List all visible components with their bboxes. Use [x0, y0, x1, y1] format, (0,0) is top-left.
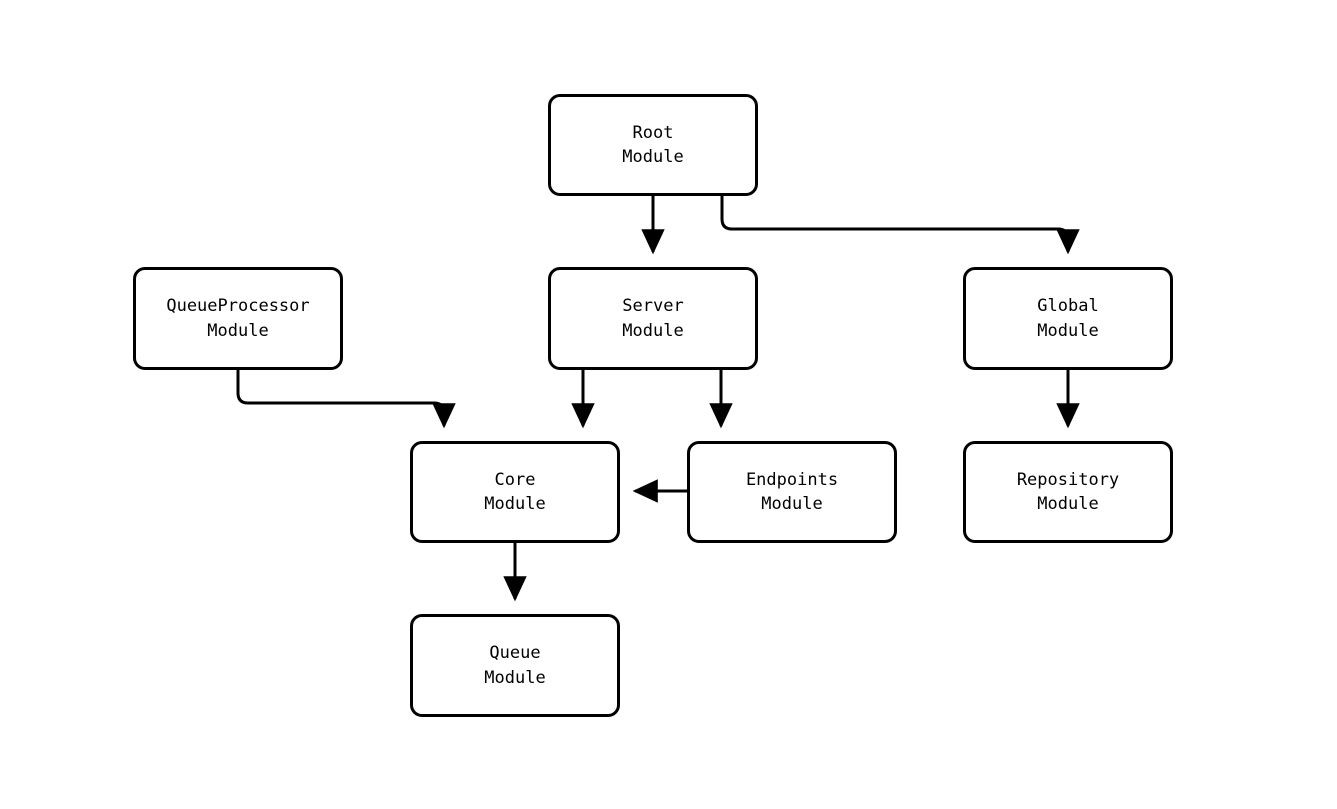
node-server-label: Server Module	[622, 296, 684, 341]
node-global-label: Global Module	[1037, 296, 1099, 341]
node-repository-label: Repository Module	[1016, 469, 1120, 514]
node-core[interactable]: Core Module	[410, 441, 620, 543]
node-queue[interactable]: Queue Module	[410, 614, 620, 717]
node-server[interactable]: Server Module	[548, 267, 758, 370]
node-endpoints-label: Endpoints Module	[745, 469, 839, 514]
node-queueprocessor[interactable]: QueueProcessor Module	[133, 267, 343, 370]
node-repository[interactable]: Repository Module	[963, 441, 1173, 543]
edge-root-to-global	[720, 196, 1080, 255]
node-queue-label: Queue Module	[484, 643, 546, 688]
node-global[interactable]: Global Module	[963, 267, 1173, 370]
node-queueprocessor-label: QueueProcessor Module	[166, 296, 310, 341]
node-root[interactable]: Root Module	[548, 94, 758, 196]
node-core-label: Core Module	[484, 469, 546, 514]
node-root-label: Root Module	[622, 122, 684, 167]
edge-queueprocessor-to-core	[236, 370, 456, 429]
node-endpoints[interactable]: Endpoints Module	[687, 441, 897, 543]
